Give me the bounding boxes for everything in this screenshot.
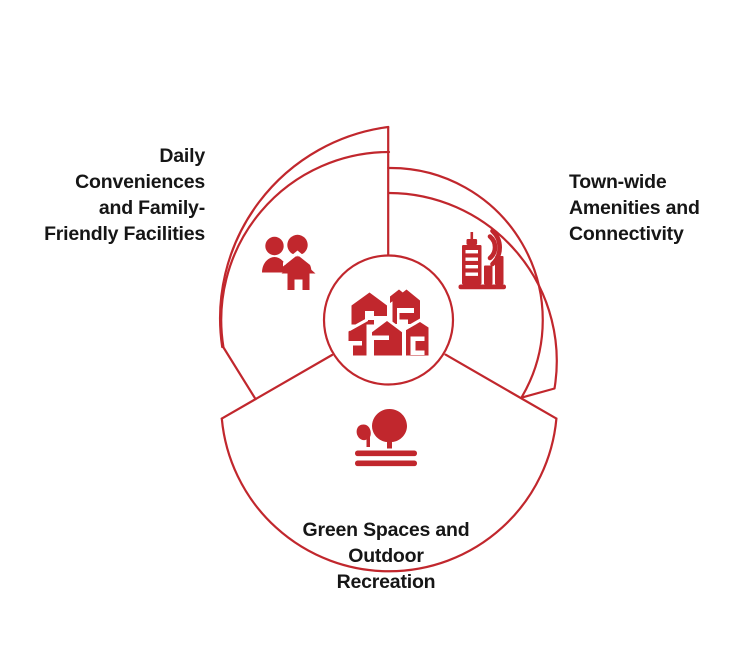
spoke-line-lower-right [444, 353, 558, 420]
arc-segment-green-spaces [220, 417, 558, 573]
outer-ring-segments [219, 125, 558, 573]
segment-label-green-spaces: Green Spaces and Outdoor Recreation [302, 519, 470, 593]
arc-segment-daily-conveniences [220, 150, 391, 401]
trees-and-park-icon [355, 409, 417, 467]
houses-cluster-icon [348, 289, 429, 356]
arc-segment-town-wide-amenities [387, 191, 558, 399]
segment-label-daily-conveniences: Daily Conveniences and Family- Friendly … [44, 145, 205, 245]
segment-label-town-wide-amenities: Town-wide Amenities and Connectivity [569, 171, 700, 245]
spoke-line-lower-left [220, 353, 334, 420]
arc-tip-right [387, 166, 544, 399]
arc-tip-top-left [219, 125, 390, 349]
people-and-home-icon [262, 234, 316, 290]
buildings-and-signal-icon [458, 228, 506, 290]
